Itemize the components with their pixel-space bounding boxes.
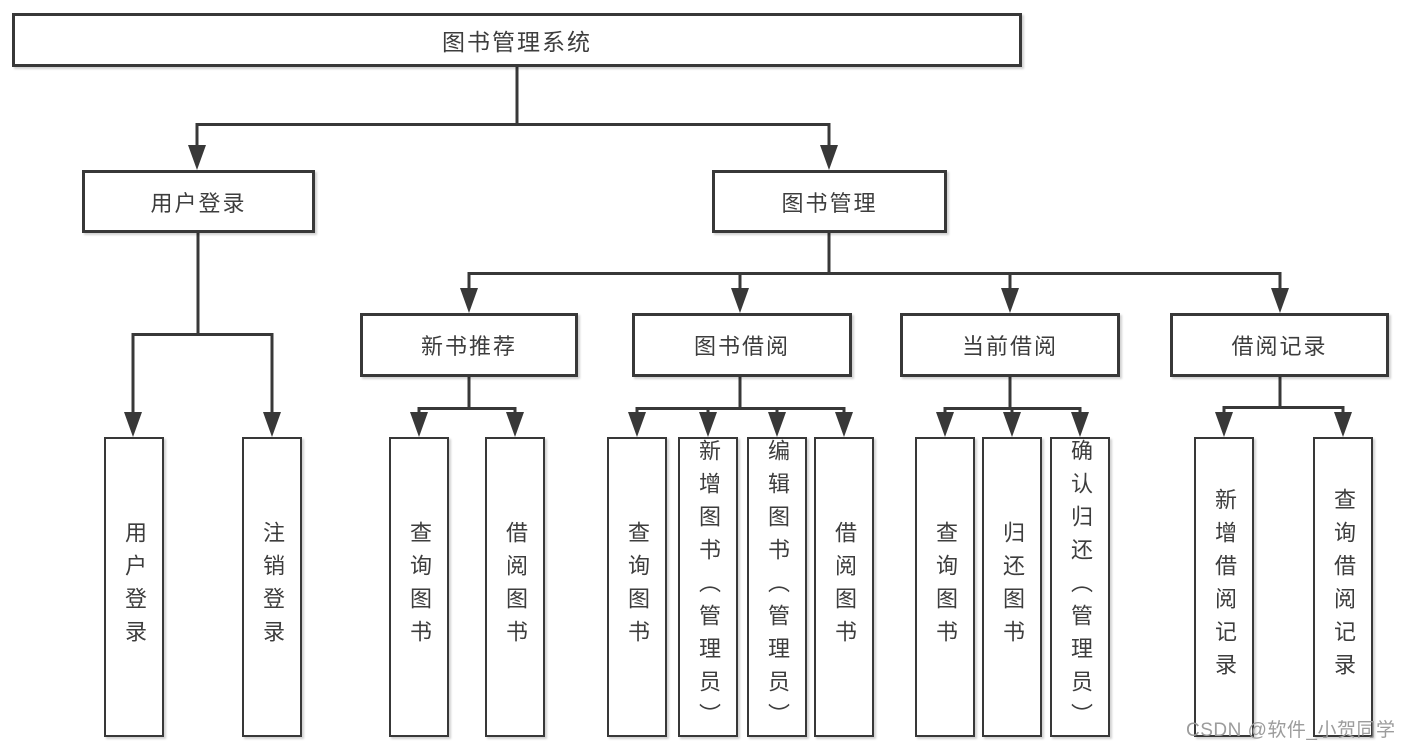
connector-root <box>195 67 831 150</box>
arrow-icon <box>820 145 838 170</box>
arrowheads <box>124 145 1352 437</box>
arrow-icon <box>188 145 206 170</box>
arrow-icon <box>506 412 524 437</box>
node-book-management: 图书管理 <box>712 170 947 233</box>
arrow-icon <box>1003 412 1021 437</box>
node-user-login: 用户登录 <box>82 170 315 233</box>
arrow-icon <box>1001 288 1019 313</box>
watermark-text: CSDN @软件_小贺同学 <box>1186 720 1396 741</box>
leaf-confirm-return-admin: 确认归还（管理员） <box>1050 437 1110 737</box>
node-book-borrow: 图书借阅 <box>632 313 852 377</box>
leaf-query-books-borrow: 查询图书 <box>607 437 667 737</box>
leaf-query-books-recommend: 查询图书 <box>389 437 449 737</box>
leaf-query-books-current: 查询图书 <box>915 437 975 737</box>
node-new-book-recommend: 新书推荐 <box>360 313 578 377</box>
connector-book-mgmt <box>467 233 1282 292</box>
leaf-return-books: 归还图书 <box>982 437 1042 737</box>
arrow-icon <box>1334 412 1352 437</box>
arrow-icon <box>124 412 142 437</box>
connector-borrow <box>635 377 846 416</box>
connector-current <box>943 377 1082 416</box>
arrow-icon <box>731 288 749 313</box>
leaf-edit-books-admin: 编辑图书（管理员） <box>747 437 807 737</box>
arrow-icon <box>1271 288 1289 313</box>
node-root: 图书管理系统 <box>12 13 1022 67</box>
arrow-icon <box>628 412 646 437</box>
node-borrow-records: 借阅记录 <box>1170 313 1389 377</box>
arrow-icon <box>936 412 954 437</box>
connector-records <box>1222 377 1345 416</box>
connector-new-book <box>417 377 517 416</box>
leaf-add-books-admin: 新增图书（管理员） <box>678 437 738 737</box>
arrow-icon <box>699 412 717 437</box>
arrow-icon <box>1071 412 1089 437</box>
arrow-icon <box>835 412 853 437</box>
arrow-icon <box>263 412 281 437</box>
arrow-icon <box>768 412 786 437</box>
leaf-borrow-books-recommend: 借阅图书 <box>485 437 545 737</box>
node-current-borrow: 当前借阅 <box>900 313 1120 377</box>
leaf-add-borrow-record: 新增借阅记录 <box>1194 437 1254 737</box>
connector-user-login <box>131 233 274 416</box>
arrow-icon <box>460 288 478 313</box>
leaf-query-borrow-record: 查询借阅记录 <box>1313 437 1373 737</box>
arrow-icon <box>1215 412 1233 437</box>
arrow-icon <box>410 412 428 437</box>
leaf-logout: 注销登录 <box>242 437 302 737</box>
leaf-borrow-books: 借阅图书 <box>814 437 874 737</box>
leaf-user-login: 用户登录 <box>104 437 164 737</box>
